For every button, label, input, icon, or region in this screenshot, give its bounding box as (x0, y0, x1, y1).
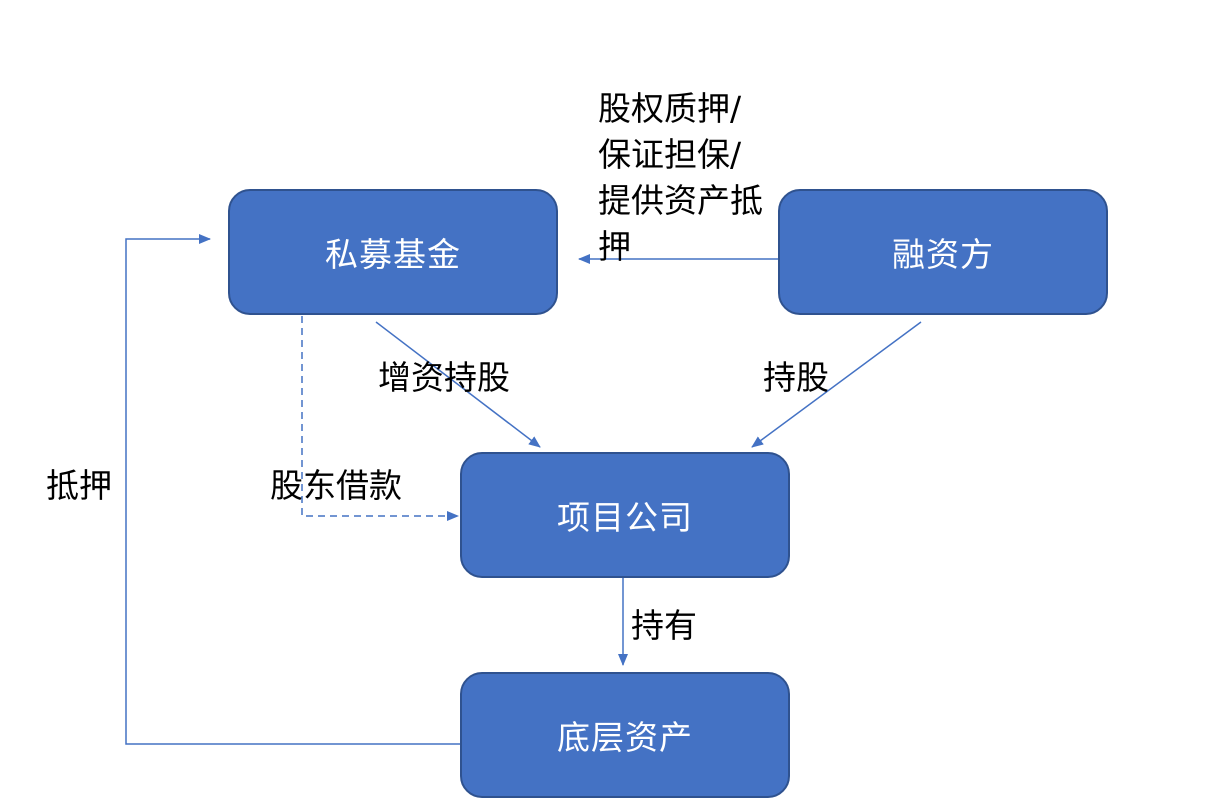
edge-label-mortgage: 抵押 (46, 466, 112, 505)
edge-label-guarantee: 股权质押/ 保证担保/ 提供资产抵 押 (598, 86, 788, 270)
node-financing-party: 融资方 (778, 189, 1108, 315)
edge-label-holding-shares: 持股 (763, 358, 829, 397)
edge-label-holding: 持有 (631, 606, 697, 645)
edge-label-guarantee-line-4: 押 (598, 227, 631, 266)
edge-fund-to-project (375, 321, 541, 448)
node-project-company: 项目公司 (460, 452, 790, 578)
edge-label-shareholder-loan: 股东借款 (270, 466, 402, 505)
node-private-fund: 私募基金 (228, 189, 558, 315)
node-financing-party-label: 融资方 (892, 235, 994, 274)
edge-label-guarantee-line-1: 股权质押/ (598, 89, 742, 128)
edge-assets-mortgage-to-fund (125, 234, 460, 745)
node-project-company-label: 项目公司 (557, 498, 693, 537)
node-underlying-assets-label: 底层资产 (557, 718, 693, 757)
edge-label-capital-increase: 增资持股 (378, 358, 510, 397)
edge-fund-loan-to-project (301, 316, 459, 521)
edge-label-guarantee-line-3: 提供资产抵 (598, 181, 763, 220)
node-underlying-assets: 底层资产 (460, 672, 790, 798)
edge-label-guarantee-line-2: 保证担保/ (598, 135, 742, 174)
edge-financing-to-project (751, 321, 922, 448)
node-private-fund-label: 私募基金 (325, 235, 461, 274)
